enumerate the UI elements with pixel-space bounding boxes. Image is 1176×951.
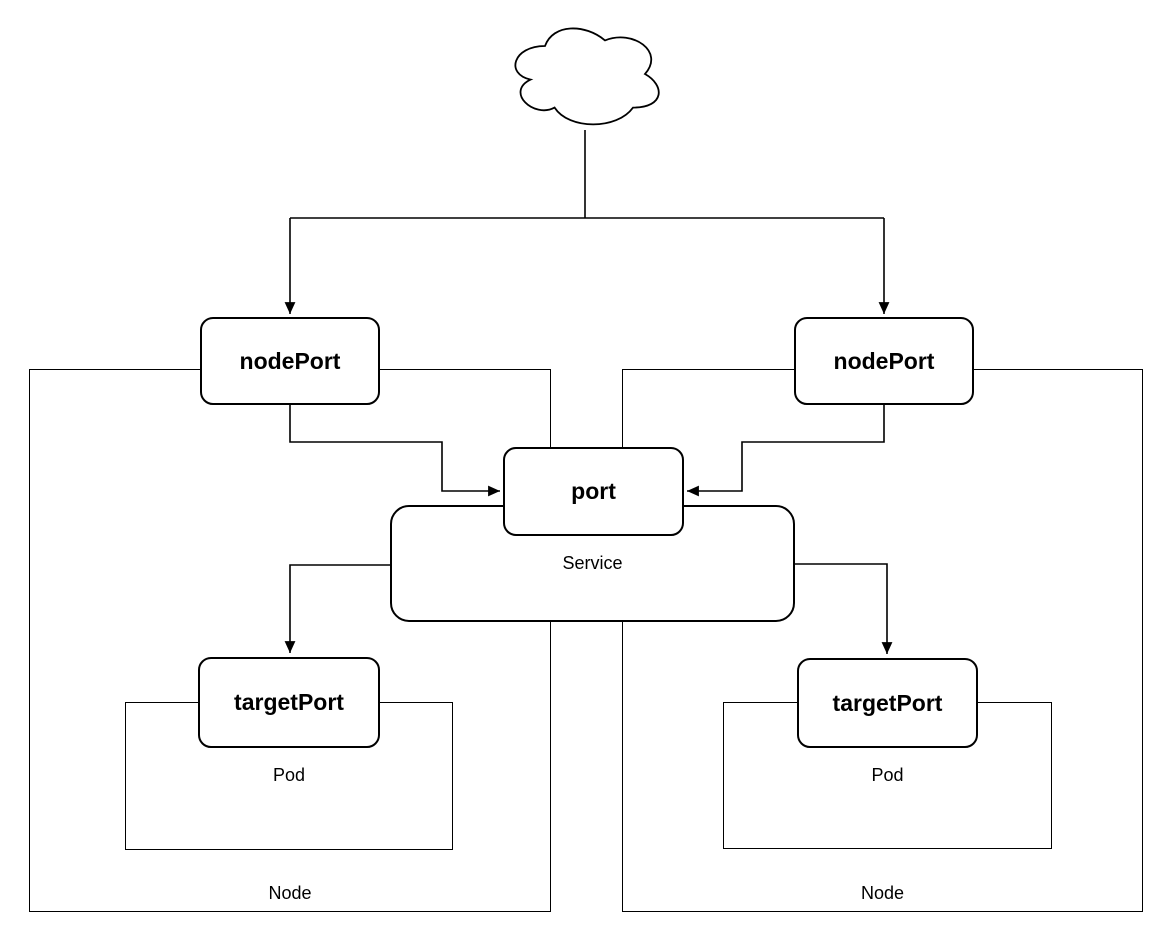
targetport-box-right: targetPort — [797, 658, 978, 748]
targetport-box-left: targetPort — [198, 657, 380, 748]
node-label: Node — [860, 883, 905, 904]
targetport-label: targetPort — [234, 689, 344, 715]
service-label: Service — [562, 553, 623, 573]
node-label: Node — [268, 883, 312, 904]
nodeport-box-right: nodePort — [794, 317, 974, 405]
pod-label: Pod — [272, 765, 306, 786]
cloud-shape — [514, 27, 660, 126]
nodeport-label: nodePort — [239, 347, 341, 374]
nodeport-box-left: nodePort — [200, 317, 380, 405]
pod-label: Pod — [871, 764, 904, 785]
port-box: port — [503, 447, 684, 536]
pod-container-right: Pod — [723, 702, 1052, 849]
nodeport-label: nodePort — [833, 347, 935, 374]
targetport-label: targetPort — [832, 689, 943, 716]
port-label: port — [571, 478, 616, 504]
